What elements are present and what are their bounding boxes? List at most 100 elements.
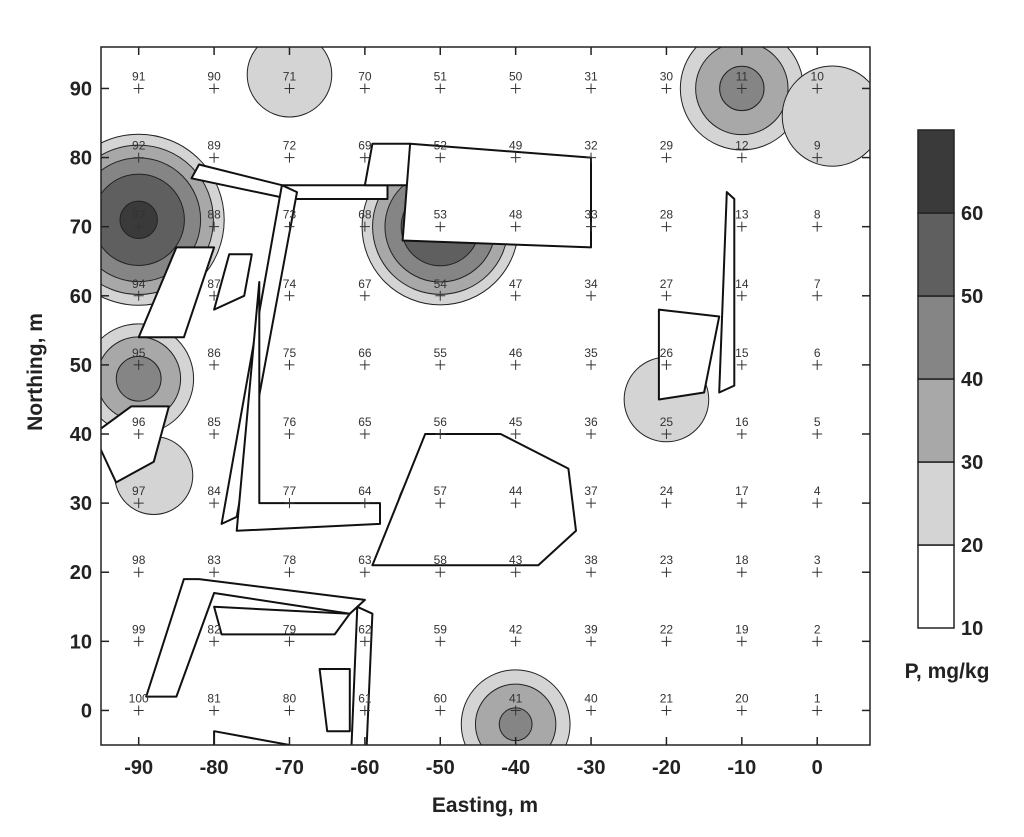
station-17: 17 bbox=[735, 484, 749, 509]
station-marker bbox=[812, 429, 823, 440]
station-label: 73 bbox=[283, 208, 297, 222]
station-marker bbox=[510, 152, 521, 163]
station-marker bbox=[359, 221, 370, 232]
structure-outline-1 bbox=[190, 163, 389, 200]
station-label: 32 bbox=[584, 139, 598, 153]
station-label: 92 bbox=[132, 139, 146, 153]
station-87: 87 bbox=[207, 277, 221, 301]
station-93: 93 bbox=[132, 208, 146, 232]
station-label: 19 bbox=[735, 622, 749, 636]
station-label: 50 bbox=[509, 69, 523, 83]
station-marker bbox=[284, 290, 295, 301]
station-84: 84 bbox=[207, 484, 221, 509]
station-label: 2 bbox=[814, 622, 821, 636]
station-label: 83 bbox=[207, 553, 221, 567]
station-30: 30 bbox=[660, 69, 673, 94]
station-45: 45 bbox=[509, 415, 523, 440]
station-marker bbox=[736, 567, 747, 578]
structure-outline-13 bbox=[213, 605, 351, 636]
station-label: 6 bbox=[814, 346, 821, 360]
colorbar-tick-label: 50 bbox=[961, 286, 983, 308]
station-15: 15 bbox=[735, 346, 749, 370]
station-label: 10 bbox=[811, 69, 825, 83]
y-tick-label: 30 bbox=[70, 493, 92, 515]
contour-band-60 bbox=[119, 200, 158, 239]
station-64: 64 bbox=[358, 484, 372, 509]
x-tick-label: 0 bbox=[812, 757, 823, 779]
station-marker bbox=[510, 83, 521, 94]
x-tick-label: -50 bbox=[426, 757, 455, 779]
station-marker bbox=[510, 567, 521, 578]
station-label: 96 bbox=[132, 415, 146, 429]
station-label: 66 bbox=[358, 346, 372, 360]
station-53: 53 bbox=[434, 208, 447, 232]
station-14: 14 bbox=[735, 277, 749, 301]
station-90: 90 bbox=[207, 69, 221, 94]
station-label: 1 bbox=[814, 691, 821, 705]
station-marker bbox=[736, 498, 747, 509]
station-marker bbox=[510, 221, 521, 232]
station-marker bbox=[435, 498, 446, 509]
station-78: 78 bbox=[283, 553, 296, 578]
station-label: 7 bbox=[814, 277, 821, 291]
y-tick-label: 90 bbox=[70, 78, 92, 100]
station-marker bbox=[661, 83, 672, 94]
station-label: 22 bbox=[660, 622, 674, 636]
station-79: 79 bbox=[283, 622, 296, 647]
sampling-stations: 1234567891011121314151617181920212223242… bbox=[129, 69, 825, 716]
station-marker bbox=[586, 705, 597, 716]
station-65: 65 bbox=[358, 415, 372, 440]
station-3: 3 bbox=[812, 553, 823, 578]
station-marker bbox=[736, 83, 747, 94]
station-92: 92 bbox=[132, 139, 146, 163]
station-16: 16 bbox=[735, 415, 749, 440]
station-82: 82 bbox=[207, 622, 221, 647]
station-label: 62 bbox=[358, 622, 372, 636]
station-22: 22 bbox=[660, 622, 674, 647]
station-label: 85 bbox=[207, 415, 221, 429]
station-label: 31 bbox=[584, 69, 598, 83]
station-label: 43 bbox=[509, 553, 523, 567]
station-label: 15 bbox=[735, 346, 749, 360]
colorbar-tick-label: 40 bbox=[961, 369, 983, 391]
colorbar-tick-label: 60 bbox=[961, 203, 983, 225]
station-label: 77 bbox=[283, 484, 297, 498]
station-label: 33 bbox=[584, 208, 598, 222]
station-37: 37 bbox=[584, 484, 598, 509]
contour-band-20 bbox=[781, 65, 870, 167]
station-marker bbox=[736, 221, 747, 232]
station-12: 12 bbox=[735, 139, 749, 163]
station-marker bbox=[435, 359, 446, 370]
station-label: 93 bbox=[132, 208, 146, 222]
station-34: 34 bbox=[584, 277, 598, 301]
station-label: 98 bbox=[132, 553, 146, 567]
station-6: 6 bbox=[812, 346, 823, 370]
station-label: 59 bbox=[434, 622, 448, 636]
x-tick-label: -60 bbox=[350, 757, 379, 779]
station-label: 68 bbox=[358, 208, 372, 222]
structure-outline-14 bbox=[318, 668, 351, 733]
station-marker bbox=[284, 567, 295, 578]
station-100: 100 bbox=[129, 691, 149, 716]
station-marker bbox=[586, 636, 597, 647]
station-21: 21 bbox=[660, 691, 673, 716]
y-tick-label: 10 bbox=[70, 631, 92, 653]
station-marker bbox=[661, 359, 672, 370]
station-76: 76 bbox=[283, 415, 296, 440]
station-label: 14 bbox=[735, 277, 749, 291]
station-label: 28 bbox=[660, 208, 674, 222]
station-marker bbox=[812, 498, 823, 509]
station-marker bbox=[284, 636, 295, 647]
station-96: 96 bbox=[132, 415, 146, 440]
station-marker bbox=[435, 290, 446, 301]
station-label: 82 bbox=[207, 622, 221, 636]
station-marker bbox=[812, 152, 823, 163]
station-marker bbox=[209, 567, 220, 578]
station-label: 61 bbox=[358, 691, 372, 705]
station-marker bbox=[359, 290, 370, 301]
station-marker bbox=[435, 636, 446, 647]
station-label: 29 bbox=[660, 139, 674, 153]
contour-band-20 bbox=[246, 47, 333, 118]
station-label: 88 bbox=[207, 208, 221, 222]
station-27: 27 bbox=[660, 277, 673, 301]
